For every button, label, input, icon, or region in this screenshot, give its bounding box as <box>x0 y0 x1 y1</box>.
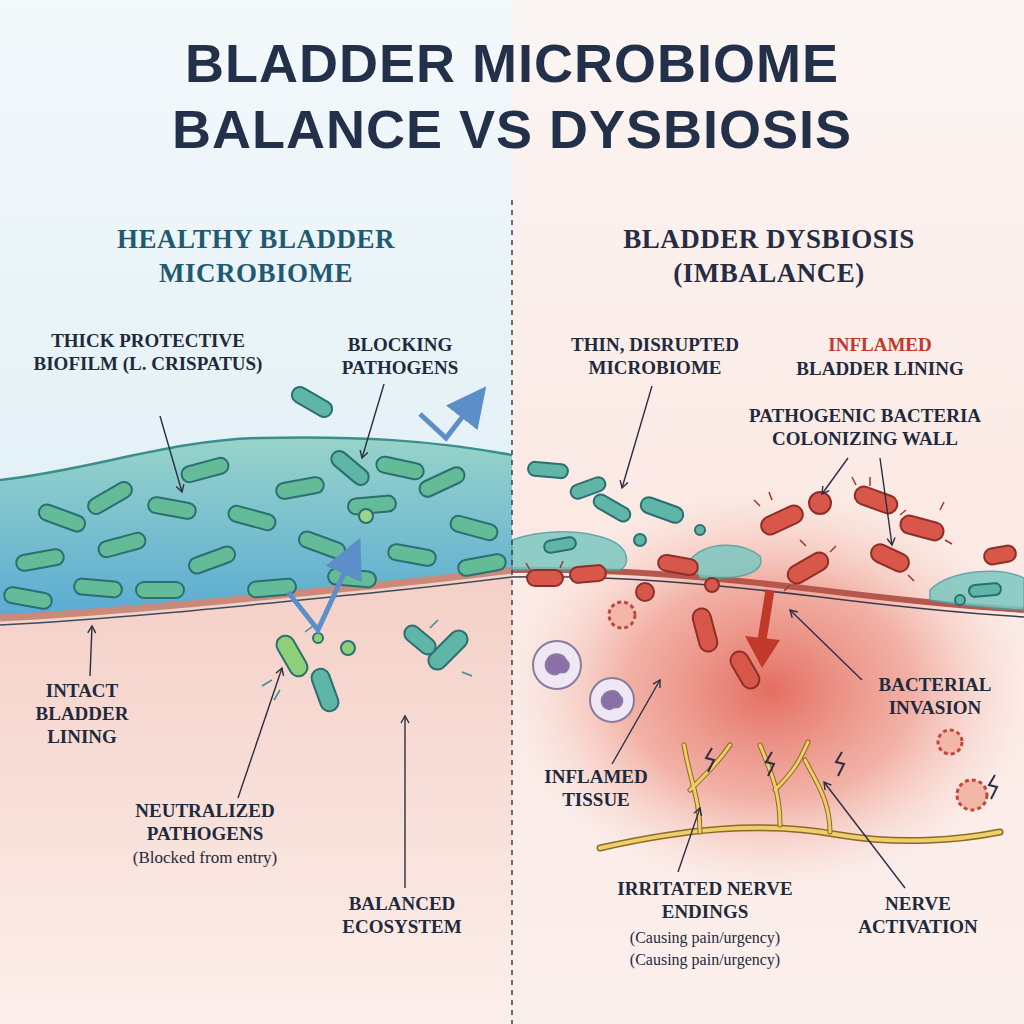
title: BLADDER MICROBIOME BALANCE VS DYSBIOSIS <box>62 30 962 162</box>
callout-label: BLADDER LINING <box>780 358 980 381</box>
callout-label: (Blocked from entry) <box>90 848 320 868</box>
callout-label: IRRITATED NERVE ENDINGS <box>585 878 825 924</box>
callout-label: PATHOGENIC BACTERIA COLONIZING WALL <box>715 405 1015 451</box>
callout-label: (Causing pain/urgency) <box>585 928 825 947</box>
panel-heading: BLADDER DYSBIOSIS (IMBALANCE) <box>579 222 959 290</box>
callout-label: INTACT BLADDER LINING <box>12 680 152 748</box>
callout-label: NERVE ACTIVATION <box>843 893 993 939</box>
callout-label: INFLAMED TISSUE <box>521 766 671 812</box>
callout-label: THIN, DISRUPTED MICROBIOME <box>540 334 770 380</box>
callout-label: (Causing pain/urgency) <box>585 950 825 969</box>
callout-label: BACTERIAL INVASION <box>855 674 1015 720</box>
callout-label: INFLAMED <box>780 334 980 357</box>
callout-label: BLOCKING PATHOGENS <box>315 334 485 380</box>
callout-label: THICK PROTECTIVE BIOFILM (L. CRISPATUS) <box>33 330 263 376</box>
panel-heading: HEALTHY BLADDER MICROBIOME <box>66 222 446 290</box>
callout-label: NEUTRALIZED PATHOGENS <box>90 800 320 846</box>
callout-label: BALANCED ECOSYSTEM <box>312 893 492 939</box>
